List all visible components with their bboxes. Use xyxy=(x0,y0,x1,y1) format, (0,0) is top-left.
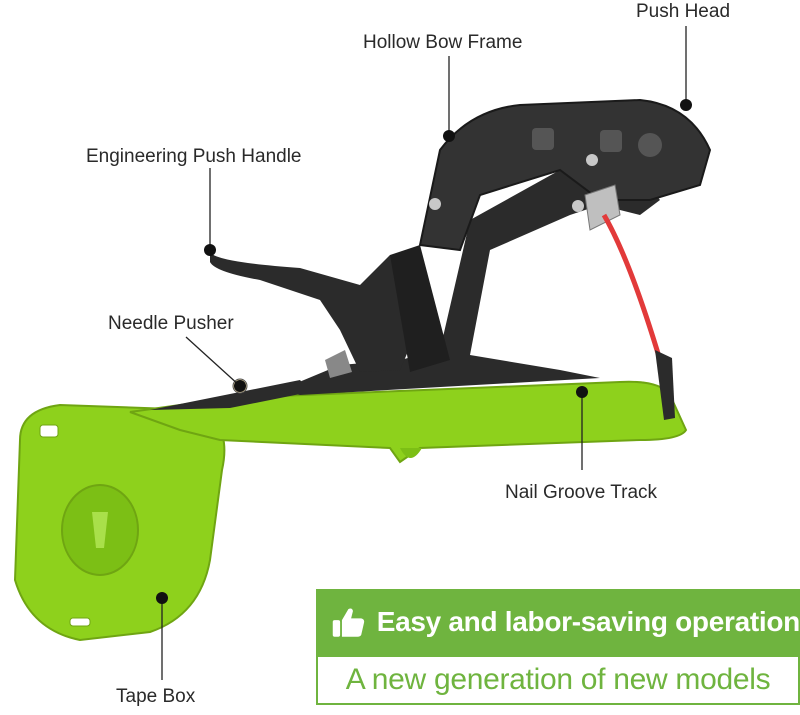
tape-strip xyxy=(601,213,671,381)
engineering-push-handle-label: Engineering Push Handle xyxy=(86,146,302,167)
thumbs-up-icon xyxy=(332,608,365,637)
hollow-bow-frame-shape xyxy=(280,98,712,395)
hollow-bow-frame-label: Hollow Bow Frame xyxy=(363,32,523,53)
callout-dots xyxy=(156,99,692,604)
subline-banner: A new generation of new models xyxy=(316,655,800,705)
callout-lines xyxy=(161,26,687,680)
headline-text: Easy and labor-saving operation xyxy=(376,606,800,637)
subline-text: A new generation of new models xyxy=(345,663,771,696)
nail-groove-track-label: Nail Groove Track xyxy=(505,482,658,503)
tape-box-shape xyxy=(13,403,226,642)
nail-groove-track-shape xyxy=(129,380,688,464)
engineering-push-handle-shape xyxy=(210,245,450,378)
needle-pusher-label: Needle Pusher xyxy=(108,313,234,334)
push-head-label: Push Head xyxy=(636,1,731,22)
tape-box-label: Tape Box xyxy=(116,686,196,707)
headline-banner: Easy and labor-saving operation xyxy=(316,589,800,655)
tape-guide xyxy=(655,350,675,420)
